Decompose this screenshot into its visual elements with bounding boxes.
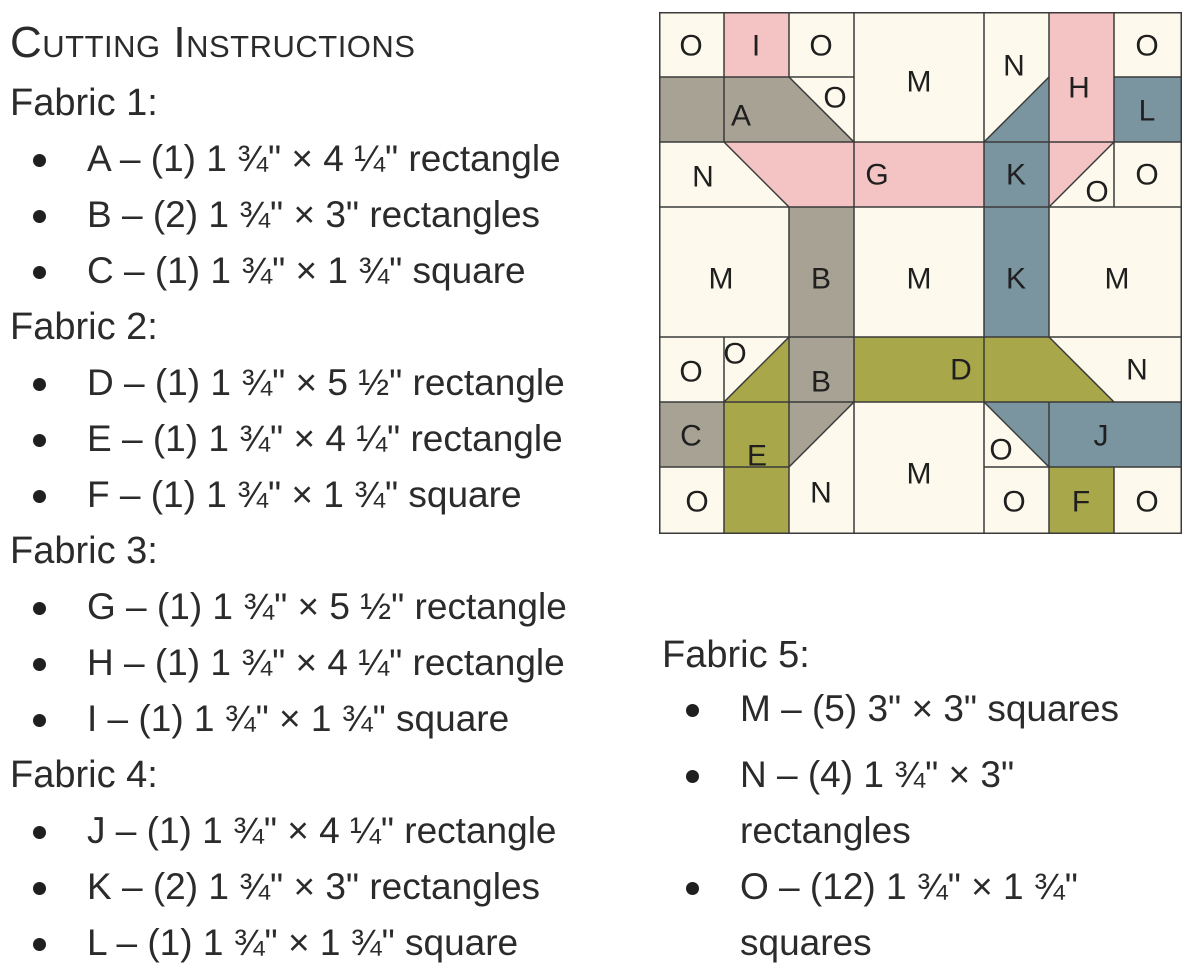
bullet: [33, 434, 46, 447]
cut-item-n-cont: rectangles: [740, 810, 911, 851]
piece-k-lower: [984, 207, 1049, 337]
label-o: O: [1002, 486, 1025, 519]
label-o: O: [685, 486, 708, 519]
piece-i: [724, 12, 789, 77]
label-m: M: [907, 66, 932, 99]
bullet: [686, 882, 699, 895]
fabric-5-heading: Fabric 5:: [662, 634, 810, 676]
cut-item-o: O – (12) 1 ¾" × 1 ¾": [740, 866, 1078, 907]
label-i: I: [752, 30, 760, 63]
label-o: O: [823, 82, 846, 115]
label-n: N: [1003, 50, 1025, 83]
label-j: J: [1094, 420, 1109, 453]
label-b: B: [811, 366, 831, 399]
label-o: O: [723, 338, 746, 371]
fabric-1-heading: Fabric 1:: [10, 82, 158, 124]
cut-item-m: M – (5) 3" × 3" squares: [740, 688, 1119, 729]
piece-l: [1114, 77, 1182, 142]
cut-item-c: C – (1) 1 ¾" × 1 ¾" square: [87, 250, 526, 291]
cut-item-k: K – (2) 1 ¾" × 3" rectangles: [87, 866, 541, 907]
fabric-4-heading: Fabric 4:: [10, 754, 158, 796]
cut-item-l: L – (1) 1 ¾" × 1 ¾" square: [87, 922, 519, 963]
label-o: O: [1135, 159, 1158, 192]
label-m: M: [709, 263, 734, 296]
label-n: N: [692, 161, 714, 194]
cut-item-j: J – (1) 1 ¾" × 4 ¼" rectangle: [87, 810, 557, 851]
cut-item-d: D – (1) 1 ¾" × 5 ½" rectangle: [87, 362, 565, 403]
cut-item-a: A – (1) 1 ¾" × 4 ¼" rectangle: [87, 138, 561, 179]
bullet: [33, 154, 46, 167]
label-a: A: [731, 100, 751, 133]
bullet: [686, 770, 699, 783]
cut-item-h: H – (1) 1 ¾" × 4 ¼" rectangle: [87, 642, 565, 683]
label-b: B: [811, 263, 831, 296]
fabric-3-heading: Fabric 3:: [10, 530, 158, 572]
cut-item-n: N – (4) 1 ¾" × 3": [740, 754, 1015, 795]
bullet: [33, 658, 46, 671]
label-m: M: [907, 458, 932, 491]
label-c: C: [680, 420, 702, 453]
cut-item-f: F – (1) 1 ¾" × 1 ¾" square: [87, 474, 522, 515]
page-title: Cutting Instructions: [10, 18, 416, 67]
label-k: K: [1006, 263, 1026, 296]
bullet: [33, 938, 46, 951]
fabric-2-heading: Fabric 2:: [10, 306, 158, 348]
label-m: M: [1105, 263, 1130, 296]
bullet: [33, 210, 46, 223]
label-o: O: [809, 30, 832, 63]
label-n: N: [810, 477, 832, 510]
cut-item-g: G – (1) 1 ¾" × 5 ½" rectangle: [87, 586, 567, 627]
label-k: K: [1006, 159, 1026, 192]
bullet: [33, 826, 46, 839]
label-l: L: [1139, 95, 1156, 128]
label-g: G: [865, 159, 888, 192]
label-o: O: [1135, 30, 1158, 63]
cut-item-b: B – (2) 1 ¾" × 3" rectangles: [87, 194, 541, 235]
bullet: [33, 490, 46, 503]
piece-c: [659, 402, 724, 467]
bullet: [33, 882, 46, 895]
label-o: O: [1085, 176, 1108, 209]
label-n: N: [1126, 354, 1148, 387]
label-f: F: [1072, 486, 1090, 519]
cut-item-e: E – (1) 1 ¾" × 4 ¼" rectangle: [87, 418, 563, 459]
label-m: M: [907, 263, 932, 296]
bullet: [33, 602, 46, 615]
label-o: O: [679, 30, 702, 63]
bullet: [686, 704, 699, 717]
piece-b-upper: [789, 207, 854, 337]
seam-lines: [659, 12, 1182, 534]
label-d: D: [950, 354, 972, 387]
bullet: [33, 378, 46, 391]
label-o: O: [989, 434, 1012, 467]
label-e: E: [747, 440, 767, 473]
cut-item-i: I – (1) 1 ¾" × 1 ¾" square: [87, 698, 510, 739]
label-o: O: [1135, 486, 1158, 519]
bullet: [33, 714, 46, 727]
label-o: O: [679, 356, 702, 389]
bullet: [33, 266, 46, 279]
label-h: H: [1068, 72, 1090, 105]
piece-f: [1049, 467, 1114, 534]
cut-item-o-cont: squares: [740, 922, 872, 963]
quilt-block-diagram: O I O M N H O O A L N G K O O M B M K M …: [659, 12, 1182, 534]
